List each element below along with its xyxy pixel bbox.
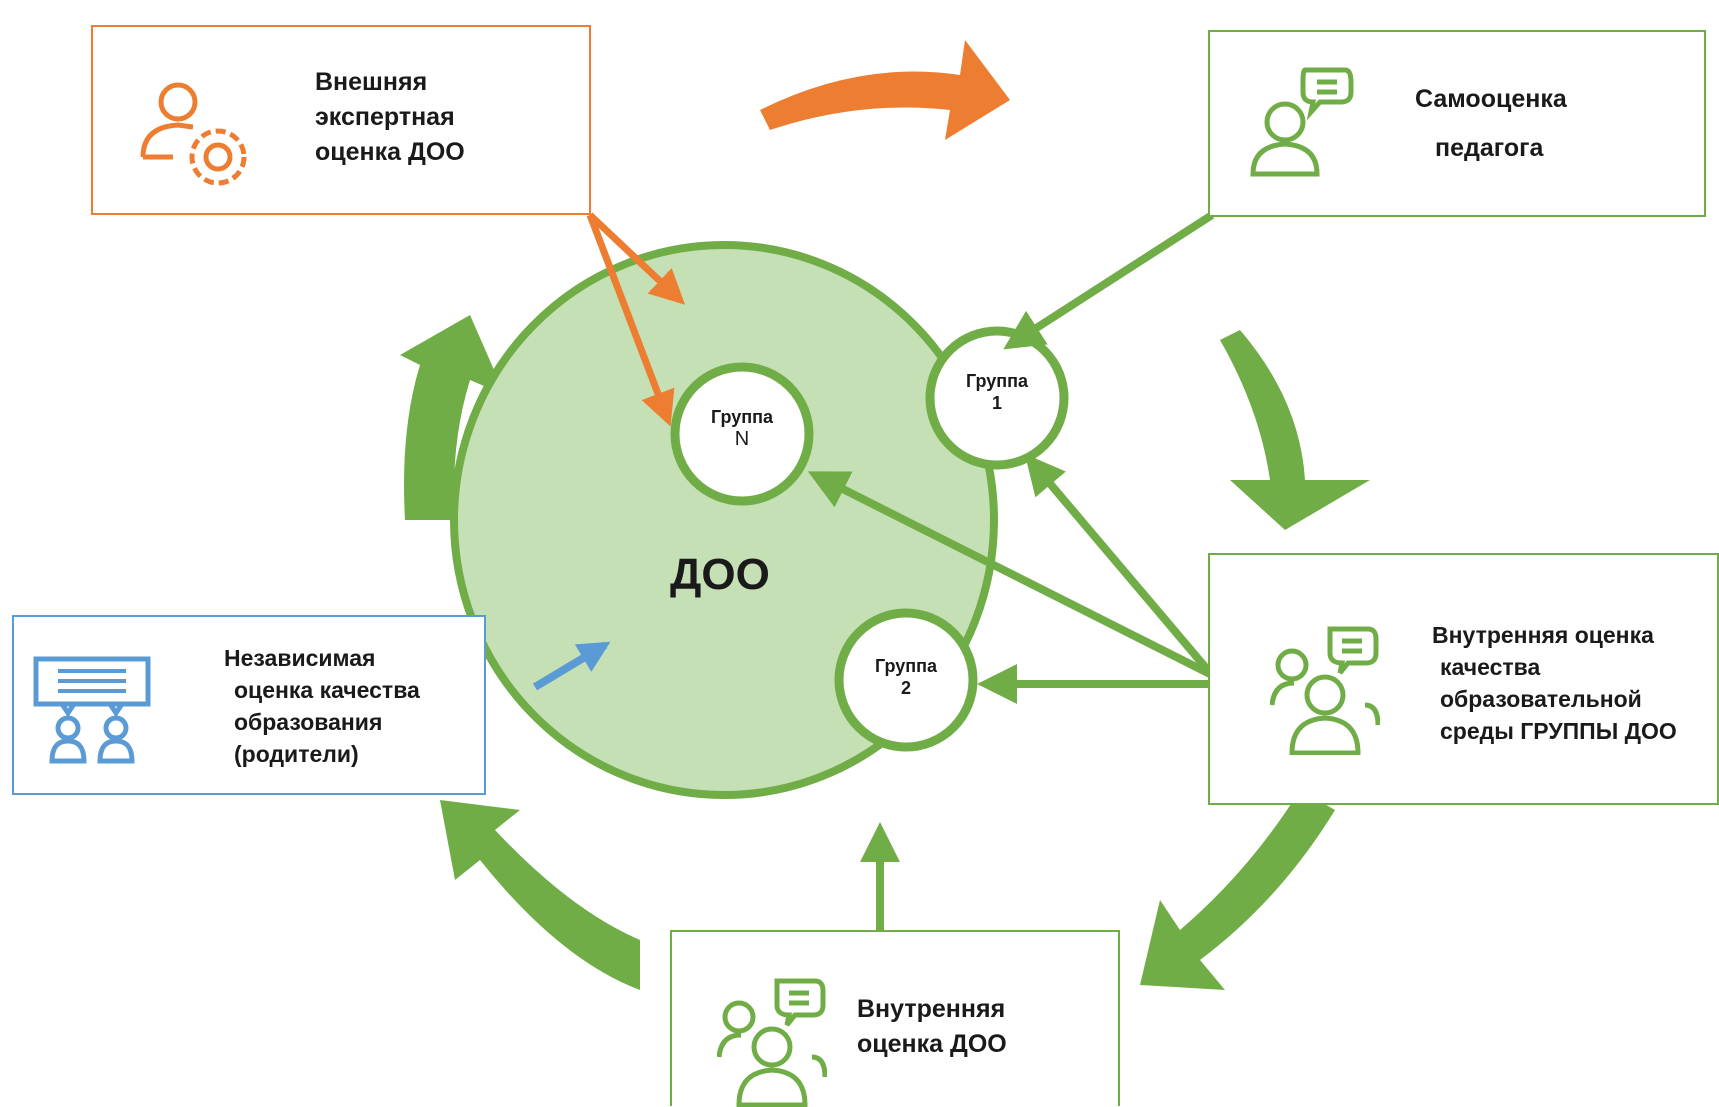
green-arrow-self-to-group1 (1003, 211, 1215, 350)
cycle-arrow-left (400, 315, 505, 520)
self-assessment-label: Самооценка педагога (1415, 82, 1567, 166)
orange-arrow-to-group-n (586, 213, 675, 427)
doo-label: ДОО (670, 550, 770, 599)
green-arrow-to-group-1 (1024, 453, 1216, 678)
group-speech-icon-2 (717, 978, 827, 1107)
independent-line-2: оценка качества (234, 677, 420, 703)
self-assessment-box: Самооценка педагога (1208, 30, 1706, 217)
independent-assessment-label: Независимая оценка качества образования … (224, 642, 420, 770)
orange-arrow-to-doo (587, 212, 686, 305)
group-n-suffix: N (734, 428, 750, 450)
group-internal-label: Внутренняя оценка качества образовательн… (1432, 619, 1677, 747)
group-n-circle (670, 362, 814, 506)
group-2-label: Группа 2 (846, 655, 966, 699)
blue-arrow-to-doo (532, 641, 611, 691)
external-assessment-label: Внешняя экспертная оценка ДОО (315, 65, 465, 170)
person-speech-icon (1250, 67, 1354, 177)
external-line-3: оценка ДОО (315, 138, 465, 166)
group-internal-line-3: образовательной (1440, 686, 1642, 712)
group-n-label: Группа N (682, 406, 802, 450)
independent-line-4: (родители) (234, 741, 359, 767)
independent-assessment-box: Независимая оценка качества образования … (12, 615, 486, 795)
group-1-title: Группа (965, 371, 1029, 391)
external-line-1: Внешняя (315, 68, 428, 96)
cycle-arrow-right-bottom (1140, 790, 1335, 990)
presentation-people-icon (33, 656, 151, 764)
self-line-2: педагога (1435, 134, 1544, 162)
group-speech-icon (1270, 626, 1380, 755)
group-n-title: Группа (710, 407, 774, 427)
independent-line-3: образования (234, 709, 383, 735)
group-internal-assessment-box: Внутренняя оценка качества образовательн… (1208, 553, 1719, 805)
group-internal-line-4: среды ГРУППЫ ДОО (1440, 718, 1677, 744)
internal-assessment-label: Внутренняя оценка ДОО (857, 992, 1007, 1062)
external-assessment-box: Внешняя экспертная оценка ДОО (91, 25, 591, 215)
group-internal-line-1: Внутренняя оценка (1432, 622, 1654, 648)
green-arrow-to-group-n (807, 471, 1214, 679)
group-2-circle (834, 608, 978, 752)
internal-assessment-box: Внутренняя оценка ДОО (670, 930, 1120, 1107)
cycle-arrow-bottom-left (440, 800, 640, 990)
group-1-label: Группа 1 (937, 370, 1057, 414)
cycle-arrow-top (760, 40, 1010, 140)
group-1-suffix: 1 (991, 393, 1002, 413)
external-line-2: экспертная (315, 103, 455, 131)
group-internal-line-2: качества (1440, 654, 1541, 680)
person-gear-icon (140, 82, 247, 186)
group-2-suffix: 2 (900, 678, 911, 698)
internal-line-2: оценка ДОО (857, 1030, 1007, 1058)
independent-line-1: Независимая (224, 645, 376, 671)
cycle-arrow-right-top (1220, 330, 1370, 530)
internal-line-1: Внутренняя (857, 995, 1006, 1023)
group-1-circle (925, 326, 1069, 470)
group-2-title: Группа (874, 656, 938, 676)
self-line-1: Самооценка (1415, 85, 1567, 113)
